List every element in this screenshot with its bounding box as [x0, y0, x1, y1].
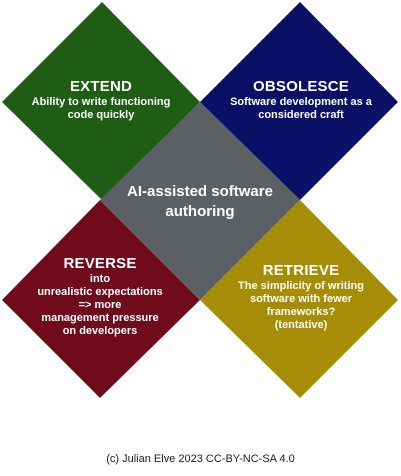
extend-diamond: [2, 2, 200, 200]
reverse-diamond: [2, 200, 200, 398]
center-label: AI-assisted software authoring: [127, 183, 273, 220]
retrieve-diamond: [200, 200, 398, 398]
reverse-title: REVERSE: [63, 255, 137, 272]
obsolesce-description: Software development as a considered cra…: [230, 96, 372, 121]
retrieve-quadrant: RETRIEVE The simplicity of writing softw…: [208, 262, 394, 332]
copyright-credit: (c) Julian Elve 2023 CC-BY-NC-SA 4.0: [106, 453, 295, 465]
retrieve-description: The simplicity of writing software with …: [238, 280, 364, 331]
obsolesce-quadrant: OBSOLESCE Software development as a cons…: [208, 78, 394, 122]
obsolesce-title: OBSOLESCE: [253, 78, 349, 95]
extend-quadrant: EXTEND Ability to write functioning code…: [8, 78, 194, 122]
obsolesce-diamond: [200, 2, 398, 200]
retrieve-title: RETRIEVE: [262, 262, 340, 279]
center-diamond: [100, 102, 300, 300]
extend-description: Ability to write functioning code quickl…: [31, 96, 171, 121]
extend-title: EXTEND: [69, 78, 133, 95]
reverse-quadrant: REVERSE into unrealistic expectations =>…: [14, 255, 186, 338]
reverse-description: into unrealistic expectations => more ma…: [37, 273, 163, 337]
